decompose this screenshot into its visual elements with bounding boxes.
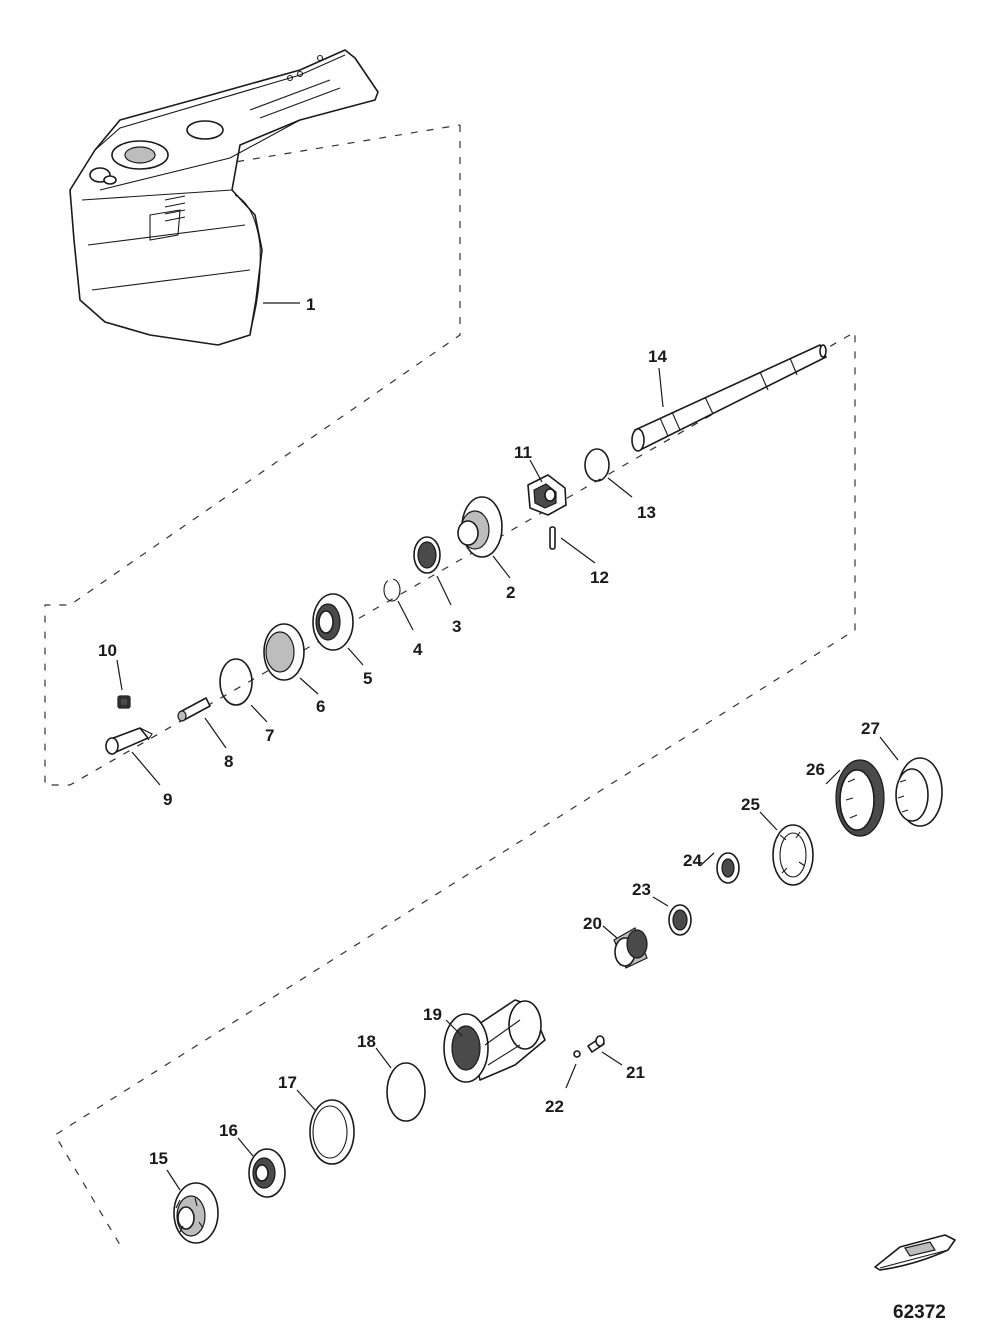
seal-24-part[interactable] <box>716 852 740 884</box>
o-ring-part[interactable] <box>386 1062 426 1122</box>
callout-2: 2 <box>506 583 515 602</box>
callout-13: 13 <box>637 503 656 522</box>
screw-part[interactable] <box>587 1035 605 1053</box>
cover-nut-part[interactable] <box>895 757 943 827</box>
callout-8: 8 <box>224 752 233 771</box>
retaining-ring-part[interactable] <box>584 448 610 482</box>
shim-part[interactable] <box>309 1099 355 1165</box>
assembly-guide-lines <box>44 124 856 1251</box>
callout-6: 6 <box>316 697 325 716</box>
callout-11: 11 <box>514 443 532 462</box>
bearing-carrier-part[interactable] <box>443 999 546 1083</box>
callout-4: 4 <box>413 640 423 659</box>
callout-12: 12 <box>590 568 609 587</box>
spring-part[interactable] <box>117 695 131 709</box>
reverse-gear-part[interactable] <box>457 496 503 558</box>
callout-3: 3 <box>452 617 461 636</box>
bearing-cup-part[interactable] <box>263 623 305 681</box>
callout-17: 17 <box>278 1073 297 1092</box>
callout-27: 27 <box>861 719 880 738</box>
callout-25: 25 <box>741 795 760 814</box>
carrier-needle-bearing-part[interactable] <box>613 927 648 969</box>
cross-pin-part[interactable] <box>549 526 556 550</box>
callout-19: 19 <box>423 1005 442 1024</box>
callout-1: 1 <box>306 295 315 314</box>
seal-23-part[interactable] <box>668 904 692 936</box>
callout-21: 21 <box>626 1063 645 1082</box>
propeller-shaft-part[interactable] <box>631 344 827 452</box>
callout-10: 10 <box>98 641 117 660</box>
callout-22: 22 <box>545 1097 564 1116</box>
clutch-part[interactable] <box>527 474 567 516</box>
callout-14: 14 <box>648 347 667 366</box>
ball-bearing-part[interactable] <box>248 1148 286 1198</box>
small-o-ring-part[interactable] <box>573 1050 581 1058</box>
shim-ring-part[interactable] <box>219 658 253 706</box>
forward-gear-part[interactable] <box>173 1182 219 1244</box>
callout-18: 18 <box>357 1032 376 1051</box>
callout-20: 20 <box>583 914 602 933</box>
callout-7: 7 <box>265 726 274 745</box>
callout-5: 5 <box>363 669 372 688</box>
shift-cam-part[interactable] <box>105 727 153 755</box>
cam-follower-part[interactable] <box>177 697 211 722</box>
outboard-boat-icon <box>874 1234 956 1271</box>
tab-washer-part[interactable] <box>835 759 885 837</box>
needle-bearing-part[interactable] <box>413 536 441 574</box>
figure-number: 62372 <box>893 1302 946 1323</box>
retainer-part[interactable] <box>772 824 814 886</box>
callout-26: 26 <box>806 760 825 779</box>
snap-ring-part[interactable] <box>383 578 401 602</box>
callout-23: 23 <box>632 880 651 899</box>
bearing-part[interactable] <box>312 593 354 651</box>
gear-housing-part[interactable] <box>69 49 379 346</box>
callout-16: 16 <box>219 1121 238 1140</box>
callout-24: 24 <box>683 851 702 870</box>
callout-15: 15 <box>149 1149 168 1168</box>
callout-9: 9 <box>163 790 172 809</box>
